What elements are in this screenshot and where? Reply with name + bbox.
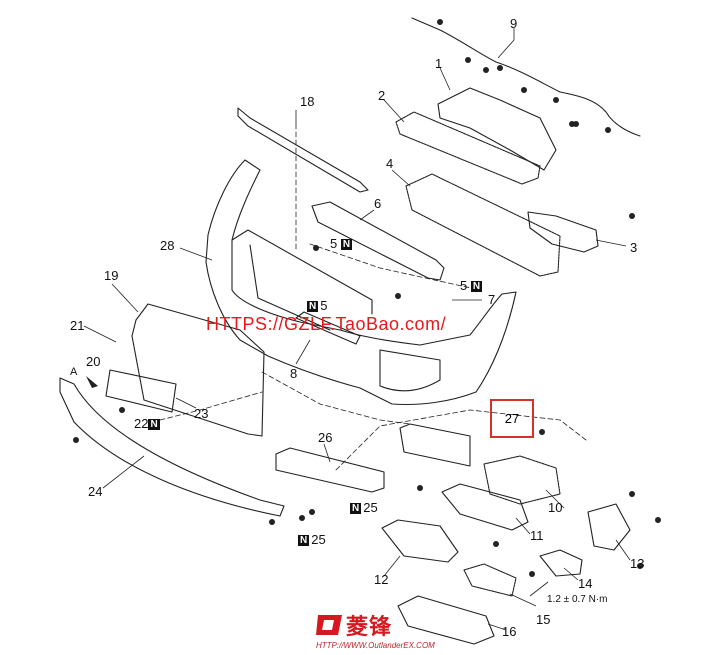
callout-11: 11 xyxy=(530,528,544,543)
callout-28: 28 xyxy=(160,238,175,253)
seal-strip xyxy=(237,107,369,193)
bezel-16 xyxy=(397,595,495,645)
callout-3: 3 xyxy=(630,240,638,255)
callout-2: 2 xyxy=(378,88,386,103)
reinforcement xyxy=(275,447,385,493)
callout-18: 18 xyxy=(300,94,315,109)
note-n-icon: N xyxy=(470,281,483,292)
callout-15: 15 xyxy=(536,612,551,627)
callout-5a: 5 N xyxy=(330,236,354,251)
lower-grille xyxy=(405,173,561,277)
callout-27-highlight: 27 xyxy=(490,399,534,438)
callout-6: 6 xyxy=(374,196,382,211)
callout-12: 12 xyxy=(374,572,389,587)
note-n-icon: N xyxy=(307,301,319,312)
upper-bracket xyxy=(437,87,557,171)
callout-10: 10 xyxy=(548,500,563,515)
callout-5a-number: 5 xyxy=(330,236,338,251)
callout-8: 8 xyxy=(290,366,298,381)
callout-4: 4 xyxy=(386,156,394,171)
callout-25a-number: 25 xyxy=(363,500,378,515)
callout-21: 21 xyxy=(70,318,85,333)
callout-5b-number: 5 xyxy=(460,278,468,293)
brand-logo-icon xyxy=(316,615,342,635)
callout-23: 23 xyxy=(194,406,209,421)
callout-5b: 5 N xyxy=(460,278,484,293)
callout-9: 9 xyxy=(510,16,518,31)
callout-5c-number: 5 xyxy=(320,298,328,313)
torque-spec: 1.2 ± 0.7 N·m xyxy=(547,594,608,605)
callout-7: 7 xyxy=(488,292,496,307)
upper-grille xyxy=(395,111,541,185)
side-bracket xyxy=(527,211,599,253)
brand-url: HTTP://WWW.OutlanderEX.COM xyxy=(316,641,435,650)
watermark-url: HTTPS://GZLF.TaoBao.com/ xyxy=(206,314,447,334)
center-bracket xyxy=(311,201,445,281)
note-n-icon: N xyxy=(350,503,362,514)
callout-26: 26 xyxy=(318,430,333,445)
fog-lamp-bezel xyxy=(441,483,529,531)
callout-22-number: 22 xyxy=(134,416,149,431)
callout-19: 19 xyxy=(104,268,119,283)
lower-bezel xyxy=(381,519,459,563)
note-n-icon: N xyxy=(340,239,353,250)
callout-view-a: A xyxy=(70,366,78,378)
callout-25b-number: 25 xyxy=(311,532,326,547)
fog-lamp-grille xyxy=(483,455,561,505)
front-grille-frame xyxy=(131,303,265,437)
bumper-cover xyxy=(205,159,517,406)
license-bracket xyxy=(399,423,471,467)
callout-1: 1 xyxy=(435,56,443,71)
callout-24: 24 xyxy=(88,484,103,499)
bracket-14 xyxy=(539,549,583,577)
bracket-13 xyxy=(587,503,631,551)
callout-20: 20 xyxy=(86,354,101,369)
mesh-15 xyxy=(463,563,517,597)
callout-16: 16 xyxy=(502,624,517,639)
lower-skirt xyxy=(59,377,285,517)
callout-13: 13 xyxy=(630,556,645,571)
brand-logo-text: 菱锋 xyxy=(346,615,393,640)
note-n-icon: N xyxy=(148,419,160,430)
note-n-icon: N xyxy=(298,535,310,546)
wiring-harness xyxy=(411,17,641,137)
callout-14: 14 xyxy=(578,576,593,591)
